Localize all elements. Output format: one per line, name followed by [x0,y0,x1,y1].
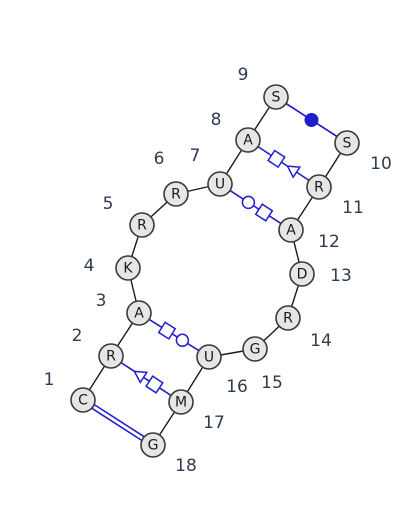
nucleotide-letter: G [148,438,159,454]
nucleotide-circle [163,181,189,207]
nucleotide-15: G [242,336,268,362]
nucleotide-1: C [70,387,96,413]
index-label-13: 13 [330,266,352,286]
nucleotide-9: S [263,84,289,110]
index-label-10: 10 [370,154,392,174]
nucleotide-letter: R [314,180,324,196]
nucleotide-letter: G [250,342,261,358]
nucleotide-circle [306,174,332,200]
nucleotide-circle [263,84,289,110]
nucleotide-7: U [207,171,233,197]
pair-dot-symbol [304,113,319,127]
nucleotide-circle [242,336,268,362]
index-label-1: 1 [44,370,55,390]
nucleotide-6: R [163,181,189,207]
nucleotide-circle [289,261,315,287]
nucleotide-11: R [306,174,332,200]
base-pair-8-11 [257,145,310,182]
nucleotide-circle [196,344,222,370]
pair-triangle-symbol [286,165,302,179]
index-label-8: 8 [211,110,222,130]
pair-square-symbol [145,375,164,394]
index-label-4: 4 [84,256,95,276]
index-label-3: 3 [96,291,107,311]
pair-square-symbol [267,149,286,169]
nucleotide-circle [275,305,301,331]
nucleotide-circle [129,212,155,238]
index-label-7: 7 [190,146,201,166]
pair-square-symbol [254,203,274,222]
base-pair-1-18 [91,403,145,442]
nucleotide-5: R [129,212,155,238]
nucleotide-14: R [275,305,301,331]
base-pair-2-17 [120,361,172,397]
index-label-16: 16 [226,377,248,397]
nucleotide-16: U [196,344,222,370]
nucleotide-circle [126,300,152,326]
nucleotide-letter: M [175,395,187,411]
nucleotide-circle [70,387,96,413]
index-label-15: 15 [261,373,283,393]
index-label-6: 6 [154,149,165,169]
index-label-5: 5 [103,194,114,214]
pair-circle-symbol [241,195,256,210]
nucleotide-circle [235,127,261,153]
nucleotide-circle [334,130,360,156]
pair-triangle-symbol [133,370,149,384]
nucleotide-2: R [98,343,124,369]
index-label-18: 18 [175,456,197,476]
nucleotide-13: D [289,261,315,287]
nucleotide-letter: A [286,223,296,239]
nucleotide-letter: S [272,90,281,106]
nucleotide-circle [207,171,233,197]
nucleotide-letter: U [204,350,214,366]
index-label-12: 12 [318,232,340,252]
nucleotide-letter: D [297,267,308,283]
index-label-11: 11 [342,198,364,218]
nucleotide-letter: C [78,393,88,409]
base-pair-9-10 [285,102,338,138]
nucleotide-8: A [235,127,261,153]
base-pair-7-12 [229,189,282,225]
nucleotide-circle [98,343,124,369]
nucleotide-layer: C R A K R R U A S S R A D R G U M G [70,84,360,458]
nucleotide-17: M [168,389,194,415]
nucleotide-circle [278,217,304,243]
nucleotide-letter: K [123,261,133,277]
nucleotide-18: G [140,432,166,458]
nucleotide-letter: A [243,133,253,149]
nucleotide-letter: S [343,136,352,152]
nucleotide-circle [168,389,194,415]
nucleotide-letter: R [137,218,147,234]
nucleotide-letter: R [171,187,181,203]
pair-circle-symbol [175,333,190,348]
base-pair-3-16 [148,318,200,352]
nucleotide-10: S [334,130,360,156]
nucleotide-circle [115,255,141,281]
nucleotide-circle [140,432,166,458]
nucleotide-letter: U [215,177,225,193]
base-pair-layer [91,102,338,442]
index-label-9: 9 [238,65,249,85]
index-label-17: 17 [203,413,225,433]
nucleotide-letter: R [283,311,293,327]
nucleotide-letter: R [106,349,116,365]
nucleotide-3: A [126,300,152,326]
index-label-2: 2 [72,326,83,346]
nucleotide-letter: A [134,306,144,322]
index-label-14: 14 [310,331,332,351]
nucleotide-12: A [278,217,304,243]
nucleotide-4: K [115,255,141,281]
pair-square-symbol [157,321,177,340]
